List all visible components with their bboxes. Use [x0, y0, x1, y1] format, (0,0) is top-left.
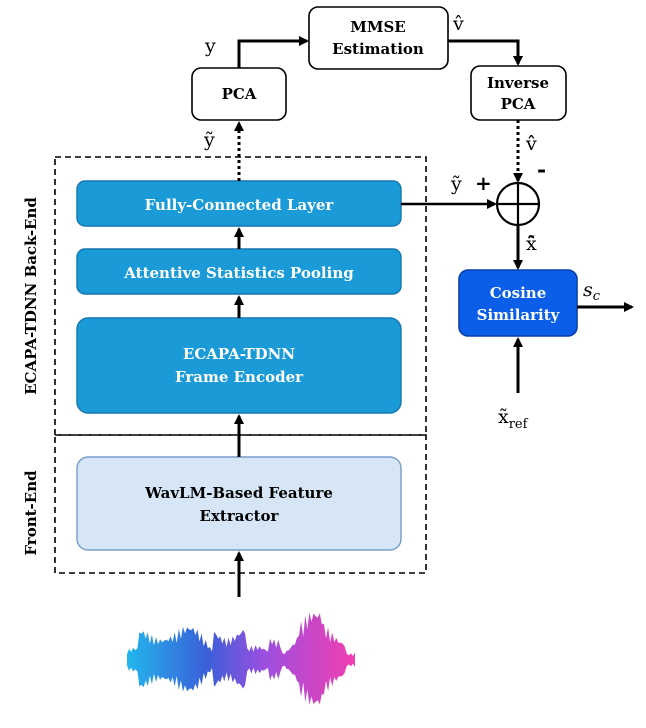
waveform-shape: [127, 612, 355, 705]
frontend-label: Front-End: [22, 470, 40, 556]
cosine-label-2: Similarity: [477, 306, 561, 324]
y-tilde-label: ỹ: [203, 129, 215, 151]
wavlm-label-2: Extractor: [200, 507, 280, 525]
v-hat-label: v̂: [452, 13, 464, 35]
sum-node: [495, 181, 541, 227]
arrow-mmse-to-invpca: [448, 39, 523, 66]
mmse-box: [308, 6, 449, 70]
inverse-pca-label-2: PCA: [501, 95, 536, 113]
minus-sign: -: [537, 157, 546, 183]
arrow-pca-to-mmse: [237, 36, 309, 68]
mmse-label-1: MMSE: [350, 18, 405, 36]
wavlm-label-1: WavLM-Based Feature: [144, 484, 333, 502]
y-tilde-sum-label: ỹ: [450, 173, 462, 195]
plus-sign: +: [475, 171, 492, 195]
mmse-label-2: Estimation: [332, 40, 424, 58]
asp-label: Attentive Statistics Pooling: [123, 264, 354, 282]
v-hat-hat-label: v̂̂: [525, 133, 537, 155]
x-ref-label: x̃ref: [498, 406, 529, 432]
x-tilde-hat-label: x̃̂: [526, 233, 537, 255]
wavlm-box: [76, 456, 402, 551]
ecapa-label-2: Frame Encoder: [175, 368, 304, 386]
waveform-image: [127, 612, 355, 705]
fc-layer-label: Fully-Connected Layer: [145, 196, 335, 214]
backend-label: ECAPA-TDNN Back-End: [22, 197, 40, 395]
ecapa-label-1: ECAPA-TDNN: [183, 345, 295, 363]
cosine-label-1: Cosine: [490, 284, 547, 302]
sc-label: sc: [583, 279, 601, 304]
inverse-pca-label-1: Inverse: [487, 74, 549, 92]
y-label: y: [204, 35, 216, 57]
pca-label: PCA: [222, 85, 257, 103]
ecapa-box: [76, 317, 402, 414]
cosine-box: [458, 269, 578, 337]
